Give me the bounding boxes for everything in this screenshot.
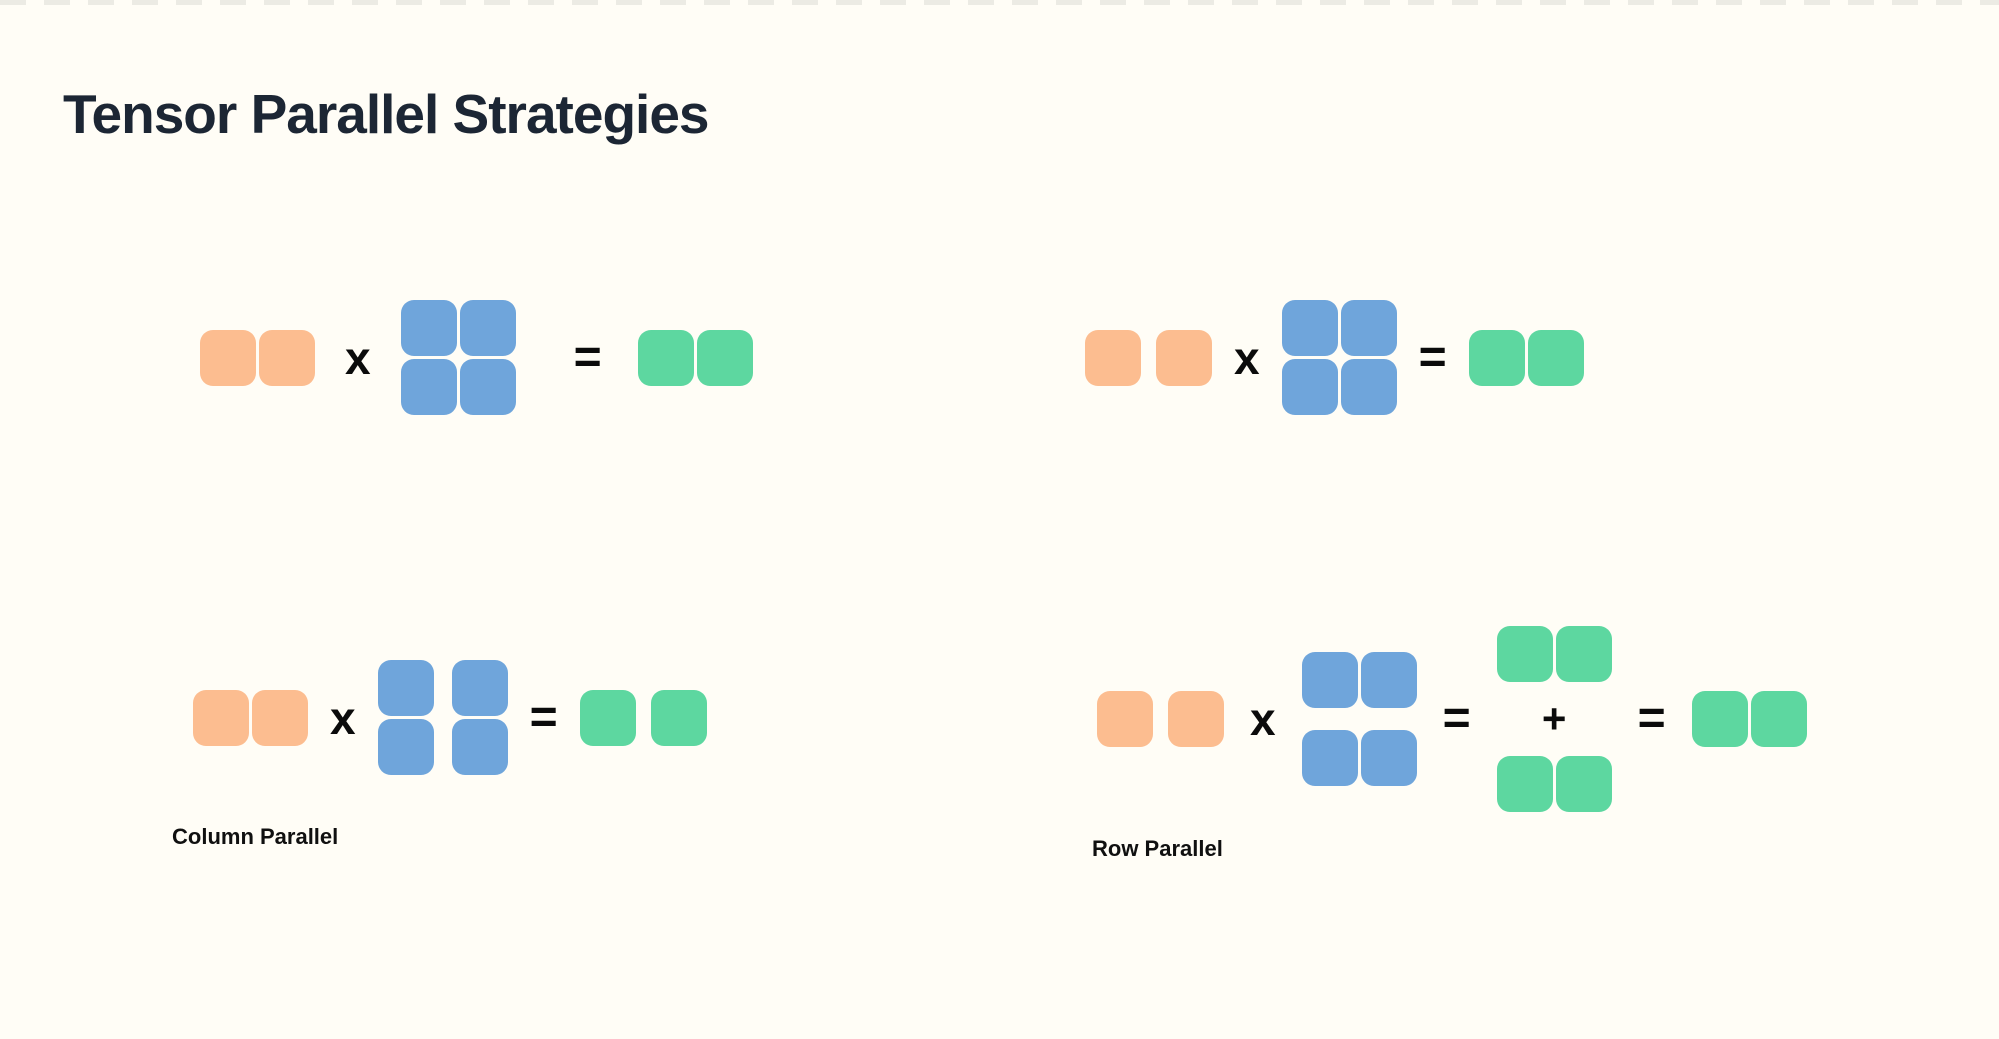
weight-block (1340, 359, 1397, 415)
output-block (1496, 626, 1553, 683)
weight-block (1301, 730, 1358, 786)
input-block (252, 689, 308, 746)
column-parallel-label: Column Parallel (172, 824, 339, 849)
input-block (1156, 329, 1212, 386)
input-matrix (200, 329, 315, 386)
multiply-operator: x (1250, 693, 1276, 745)
input-matrix (1097, 691, 1224, 747)
weight-block (1281, 359, 1338, 415)
output-block (1527, 329, 1584, 386)
output-matrix (579, 689, 707, 746)
weight-block (377, 719, 434, 775)
input-block (193, 689, 249, 746)
multiply-operator: x (330, 691, 356, 744)
weight-block (1281, 300, 1338, 356)
input-matrix (193, 689, 308, 746)
output-matrix (1496, 626, 1612, 683)
weight-block (459, 359, 516, 415)
output-block (1468, 329, 1525, 386)
input-block (259, 329, 315, 386)
weight-matrix (1281, 300, 1397, 415)
input-matrix (1085, 329, 1212, 386)
plus-operator: + (1541, 695, 1567, 743)
weight-block (1360, 730, 1417, 786)
weight-block (400, 359, 457, 415)
equation-row-parallel: x = + = (1097, 626, 1807, 812)
input-block (200, 329, 256, 386)
output-matrix (637, 329, 753, 386)
weight-block (459, 300, 516, 356)
input-block (1168, 691, 1224, 747)
weight-block (377, 660, 434, 716)
weight-matrix (377, 660, 508, 775)
output-block (1555, 626, 1612, 683)
equals-operator: = (1418, 330, 1447, 384)
weight-matrix (1301, 652, 1417, 786)
output-block (637, 329, 694, 386)
output-block (1750, 691, 1807, 747)
output-matrix (1496, 755, 1612, 812)
weight-block (451, 719, 508, 775)
row-parallel-label: Row Parallel (1092, 836, 1223, 861)
output-block (1691, 691, 1748, 747)
input-block (1085, 329, 1141, 386)
equals-operator: = (1637, 692, 1666, 745)
page-title: Tensor Parallel Strategies (63, 82, 709, 145)
output-block (579, 689, 636, 746)
weight-block (1360, 652, 1417, 708)
output-block (696, 329, 753, 386)
output-matrix (1468, 329, 1584, 386)
output-matrix (1691, 691, 1807, 747)
equals-operator: = (573, 330, 602, 384)
output-block (1555, 755, 1612, 812)
equals-operator: = (529, 690, 558, 744)
multiply-operator: x (345, 331, 371, 384)
equation-baseline-left: x= (200, 300, 753, 415)
output-block (650, 689, 707, 746)
equation-baseline-right: x= (1085, 300, 1584, 415)
weight-block (451, 660, 508, 716)
top-edge-tab-strip (0, 0, 1999, 5)
multiply-operator: x (1234, 331, 1260, 384)
weight-block (400, 300, 457, 356)
weight-block (1340, 300, 1397, 356)
equals-operator: = (1442, 692, 1471, 745)
partial-sum-stack: + (1496, 626, 1612, 812)
weight-matrix (400, 300, 516, 415)
weight-block (1301, 652, 1358, 708)
equation-column-parallel: x= (193, 660, 707, 775)
input-block (1097, 691, 1153, 747)
output-block (1496, 755, 1553, 812)
